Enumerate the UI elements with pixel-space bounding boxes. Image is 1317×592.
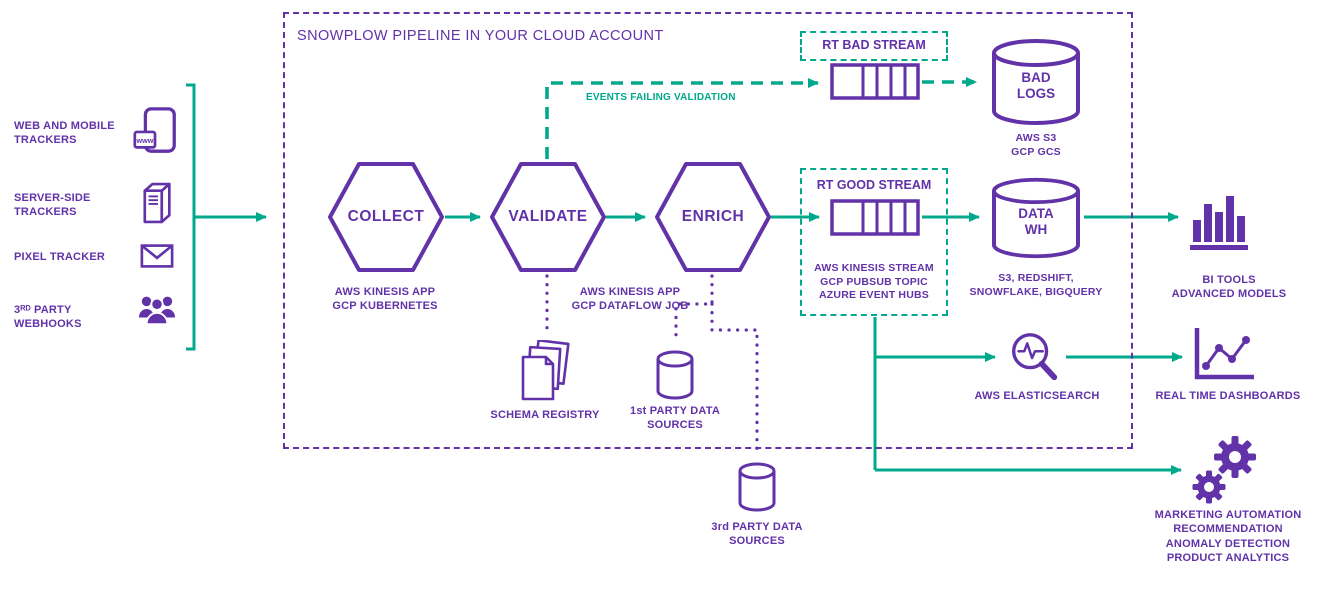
- stage-collect-label: COLLECT: [347, 208, 425, 225]
- rt-bad-stream-box: [800, 31, 948, 61]
- rt-bad-stream-label: RT BAD STREAM: [822, 38, 926, 52]
- stage-collect: COLLECT: [328, 161, 444, 273]
- bad-logs-database-icon: BAD LOGS: [990, 38, 1082, 126]
- label-pixel-tracker: PIXEL TRACKER: [14, 251, 106, 263]
- server-icon: [141, 181, 175, 230]
- stage-enrich: ENRICH: [655, 161, 771, 273]
- data-wh-label: DATA WH: [1018, 206, 1054, 237]
- bi-tools-label: BI TOOLS ADVANCED MODELS: [1171, 274, 1287, 301]
- www-icon-text: www: [135, 136, 153, 145]
- label-web-mobile-trackers: WEB AND MOBILE TRACKERS: [14, 120, 115, 147]
- people-icon: [138, 292, 176, 331]
- streams-caption: AWS KINESIS STREAM GCP PUBSUB TOPIC AZUR…: [814, 262, 934, 302]
- elasticsearch-label: AWS ELASTICSEARCH: [974, 390, 1100, 402]
- bad-logs-label: BAD LOGS: [1016, 70, 1056, 101]
- documents-stack-icon: [517, 339, 573, 407]
- pipeline-title: SNOWPLOW PIPELINE IN YOUR CLOUD ACCOUNT: [297, 28, 664, 44]
- label-third-party-webhooks: 3ᴿᴰ PARTY WEBHOOKS: [14, 304, 82, 331]
- real-time-dashboards-label: REAL TIME DASHBOARDS: [1155, 390, 1301, 402]
- data-wh-caption: S3, REDSHIFT, SNOWFLAKE, BIGQUERY: [969, 272, 1103, 298]
- events-failing-validation-label: EVENTS FAILING VALIDATION: [586, 92, 736, 103]
- validate-enrich-caption: AWS KINESIS APP GCP DATAFLOW JOB: [571, 286, 689, 313]
- bad-logs-caption: AWS S3 GCP GCS: [1011, 132, 1061, 158]
- schema-registry-label: SCHEMA REGISTRY: [490, 409, 600, 421]
- third-party-database-icon: [737, 462, 777, 517]
- automation-label: MARKETING AUTOMATION RECOMMENDATION ANOM…: [1154, 509, 1302, 564]
- first-party-database-icon: [655, 350, 695, 405]
- collect-caption: AWS KINESIS APP GCP KUBERNETES: [332, 286, 438, 313]
- stage-enrich-label: ENRICH: [681, 208, 745, 225]
- good-stream-queue-icon: [830, 199, 920, 241]
- rt-good-stream-box: [800, 168, 948, 316]
- bad-stream-queue-icon: [830, 63, 920, 105]
- bar-chart-icon: [1190, 186, 1248, 255]
- stage-validate: VALIDATE: [490, 161, 606, 273]
- stage-validate-label: VALIDATE: [508, 208, 588, 225]
- rt-good-stream-label: RT GOOD STREAM: [816, 178, 932, 192]
- third-party-data-sources-label: 3rd PARTY DATA SOURCES: [711, 521, 803, 548]
- magnifier-pulse-icon: [1006, 328, 1062, 391]
- gears-icon: [1192, 436, 1258, 513]
- sources-bracket: [186, 83, 196, 351]
- data-wh-database-icon: DATA WH: [990, 177, 1082, 259]
- first-party-data-sources-label: 1st PARTY DATA SOURCES: [630, 405, 720, 432]
- label-server-side-trackers: SERVER-SIDE TRACKERS: [14, 192, 91, 219]
- line-chart-icon: [1192, 326, 1256, 389]
- pipeline-boundary-box: [283, 12, 1133, 449]
- dashed-arrow-validate-to-bad-stream: [545, 78, 819, 159]
- mobile-browser-icon: www: [130, 106, 180, 161]
- envelope-icon: [140, 243, 174, 274]
